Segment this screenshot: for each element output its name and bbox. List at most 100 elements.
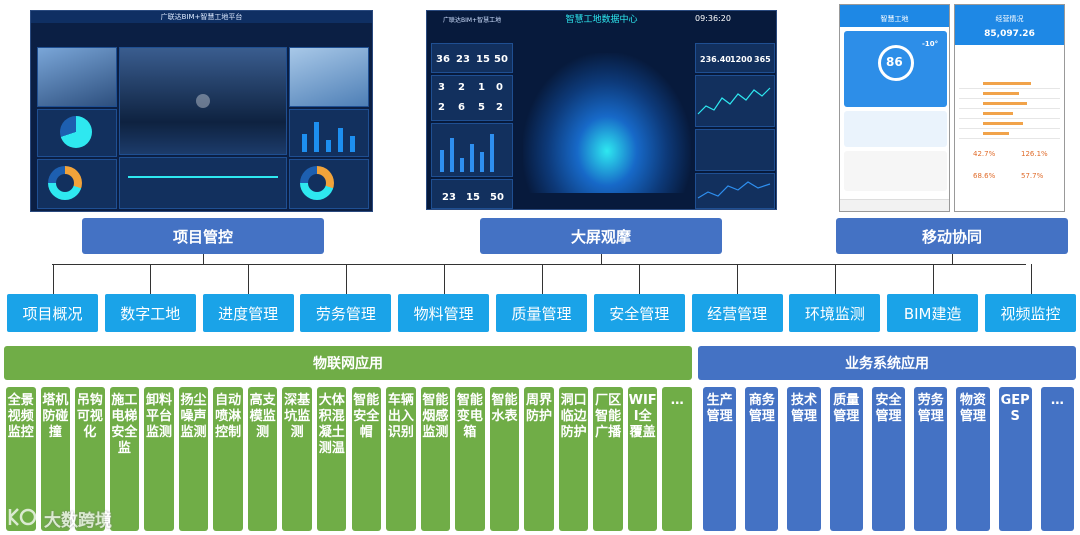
watermark-icon xyxy=(6,505,40,529)
iot-item-11[interactable]: 车辆出入识别 xyxy=(386,387,416,531)
donut-icon xyxy=(48,166,82,200)
stat-value: 6 xyxy=(458,102,465,113)
bar-icon xyxy=(460,158,464,172)
iot-item-10[interactable]: 智能安全帽 xyxy=(352,387,382,531)
module-8[interactable]: 环境监测 xyxy=(789,294,880,332)
bigscreen-line-chart xyxy=(695,75,775,127)
module-4[interactable]: 物料管理 xyxy=(398,294,489,332)
stat-value: 15 xyxy=(466,192,480,203)
business-bar: 业务系统应用 xyxy=(698,346,1076,380)
stat-value: 2 xyxy=(438,102,445,113)
bar-icon xyxy=(314,122,319,152)
dashboard-photo-right xyxy=(289,47,369,107)
watermark-text: 大数跨境 xyxy=(44,506,112,531)
phone1-temp: -10° xyxy=(922,39,938,50)
module-2[interactable]: 进度管理 xyxy=(203,294,294,332)
business-item-0[interactable]: 生产管理 xyxy=(703,387,736,531)
bigscreen-bottom-stats: 23 15 50 xyxy=(431,179,513,209)
business-item-6[interactable]: 物资管理 xyxy=(956,387,989,531)
section-label-project: 项目管控 xyxy=(82,218,324,254)
connector-line xyxy=(639,264,640,294)
business-item-8[interactable]: … xyxy=(1041,387,1074,531)
iot-item-9[interactable]: 大体积混凝土测温 xyxy=(317,387,347,531)
connector-line xyxy=(601,254,602,264)
iot-item-6[interactable]: 自动喷淋控制 xyxy=(213,387,243,531)
iot-item-8[interactable]: 深基坑监测 xyxy=(282,387,312,531)
phone2-list-row xyxy=(959,99,1060,109)
stat-value: 1 xyxy=(478,82,485,93)
stat-value: 0 xyxy=(496,82,503,93)
phone1-tabbar xyxy=(840,199,950,211)
dashboard-title: 广联达BIM+智慧工地平台 xyxy=(31,11,372,23)
dashboard-donut-right xyxy=(289,159,369,209)
phone2-list-row xyxy=(959,119,1060,129)
stat-value: 50 xyxy=(490,192,504,203)
iot-item-15[interactable]: 周界防护 xyxy=(524,387,554,531)
iot-item-7[interactable]: 高支模监测 xyxy=(248,387,278,531)
connector-line xyxy=(203,254,204,264)
connector-line xyxy=(346,264,347,294)
business-item-5[interactable]: 劳务管理 xyxy=(914,387,947,531)
stat-value: 1200 xyxy=(730,54,752,65)
phone2-list-row xyxy=(959,79,1060,89)
module-0[interactable]: 项目概况 xyxy=(7,294,98,332)
module-7[interactable]: 经营管理 xyxy=(692,294,783,332)
section-label-bigscreen: 大屏观摩 xyxy=(480,218,722,254)
bigscreen-right-stats: 236.40 1200 365 xyxy=(695,43,775,73)
bar-icon xyxy=(470,144,474,172)
city-3d-model xyxy=(523,53,691,193)
module-9[interactable]: BIM建造 xyxy=(887,294,978,332)
iot-item-19[interactable]: … xyxy=(662,387,692,531)
connector-line xyxy=(248,264,249,294)
business-item-4[interactable]: 安全管理 xyxy=(872,387,905,531)
stat-value: 2 xyxy=(496,102,503,113)
phone1-title: 智慧工地 xyxy=(840,14,949,24)
business-item-3[interactable]: 质量管理 xyxy=(830,387,863,531)
bigscreen-screenshot: 广联达BIM+智慧工地 智慧工地数据中心 09:36:20 36 23 15 5… xyxy=(426,10,777,210)
mobile-phone-2: 经营情况 85,097.26 42.7% 126.1% 68.6% 57.7% xyxy=(954,4,1065,212)
phone2-list-row xyxy=(959,89,1060,99)
connector-line xyxy=(542,264,543,294)
business-item-1[interactable]: 商务管理 xyxy=(745,387,778,531)
dashboard-timeline-card xyxy=(119,157,287,209)
iot-item-18[interactable]: WIFI全覆盖 xyxy=(628,387,658,531)
phone2-list-row xyxy=(959,109,1060,119)
stat-value: 36 xyxy=(436,54,450,65)
mobile-phone-1: 智慧工地 86 -10° xyxy=(839,4,950,212)
business-item-2[interactable]: 技术管理 xyxy=(787,387,820,531)
bar-icon xyxy=(450,138,454,172)
iot-item-13[interactable]: 智能变电箱 xyxy=(455,387,485,531)
stat-value: 23 xyxy=(442,192,456,203)
iot-item-12[interactable]: 智能烟感监测 xyxy=(421,387,451,531)
stat-value: 365 xyxy=(754,54,771,65)
stat-value: 5 xyxy=(478,102,485,113)
connector-line xyxy=(952,254,953,264)
bigscreen-counts-card: 3 2 1 0 2 6 5 2 xyxy=(431,75,513,121)
business-item-7[interactable]: GEPS xyxy=(999,387,1032,531)
module-3[interactable]: 劳务管理 xyxy=(300,294,391,332)
module-6[interactable]: 安全管理 xyxy=(594,294,685,332)
stat-value: 23 xyxy=(456,54,470,65)
iot-item-17[interactable]: 厂区智能广播 xyxy=(593,387,623,531)
iot-item-14[interactable]: 智能水表 xyxy=(490,387,520,531)
iot-item-5[interactable]: 扬尘噪声监测 xyxy=(179,387,209,531)
stat-value: 2 xyxy=(458,82,465,93)
bar-icon xyxy=(490,134,494,172)
bigscreen-stats-card: 36 23 15 50 xyxy=(431,43,513,73)
bar-icon xyxy=(440,150,444,172)
iot-item-16[interactable]: 洞口临边防护 xyxy=(559,387,589,531)
phone2-pct: 126.1% xyxy=(1021,151,1048,158)
connector-line xyxy=(737,264,738,294)
dashboard-photo-left xyxy=(37,47,117,107)
project-dashboard-screenshot: 广联达BIM+智慧工地平台 xyxy=(30,10,373,212)
connector-line xyxy=(52,264,1026,265)
connector-line xyxy=(444,264,445,294)
connector-line xyxy=(933,264,934,294)
play-icon[interactable] xyxy=(196,94,210,108)
stat-value: 15 xyxy=(476,54,490,65)
pie-chart-icon xyxy=(60,116,92,148)
phone1-score: 86 xyxy=(886,57,903,68)
module-10[interactable]: 视频监控 xyxy=(985,294,1076,332)
module-1[interactable]: 数字工地 xyxy=(105,294,196,332)
module-5[interactable]: 质量管理 xyxy=(496,294,587,332)
